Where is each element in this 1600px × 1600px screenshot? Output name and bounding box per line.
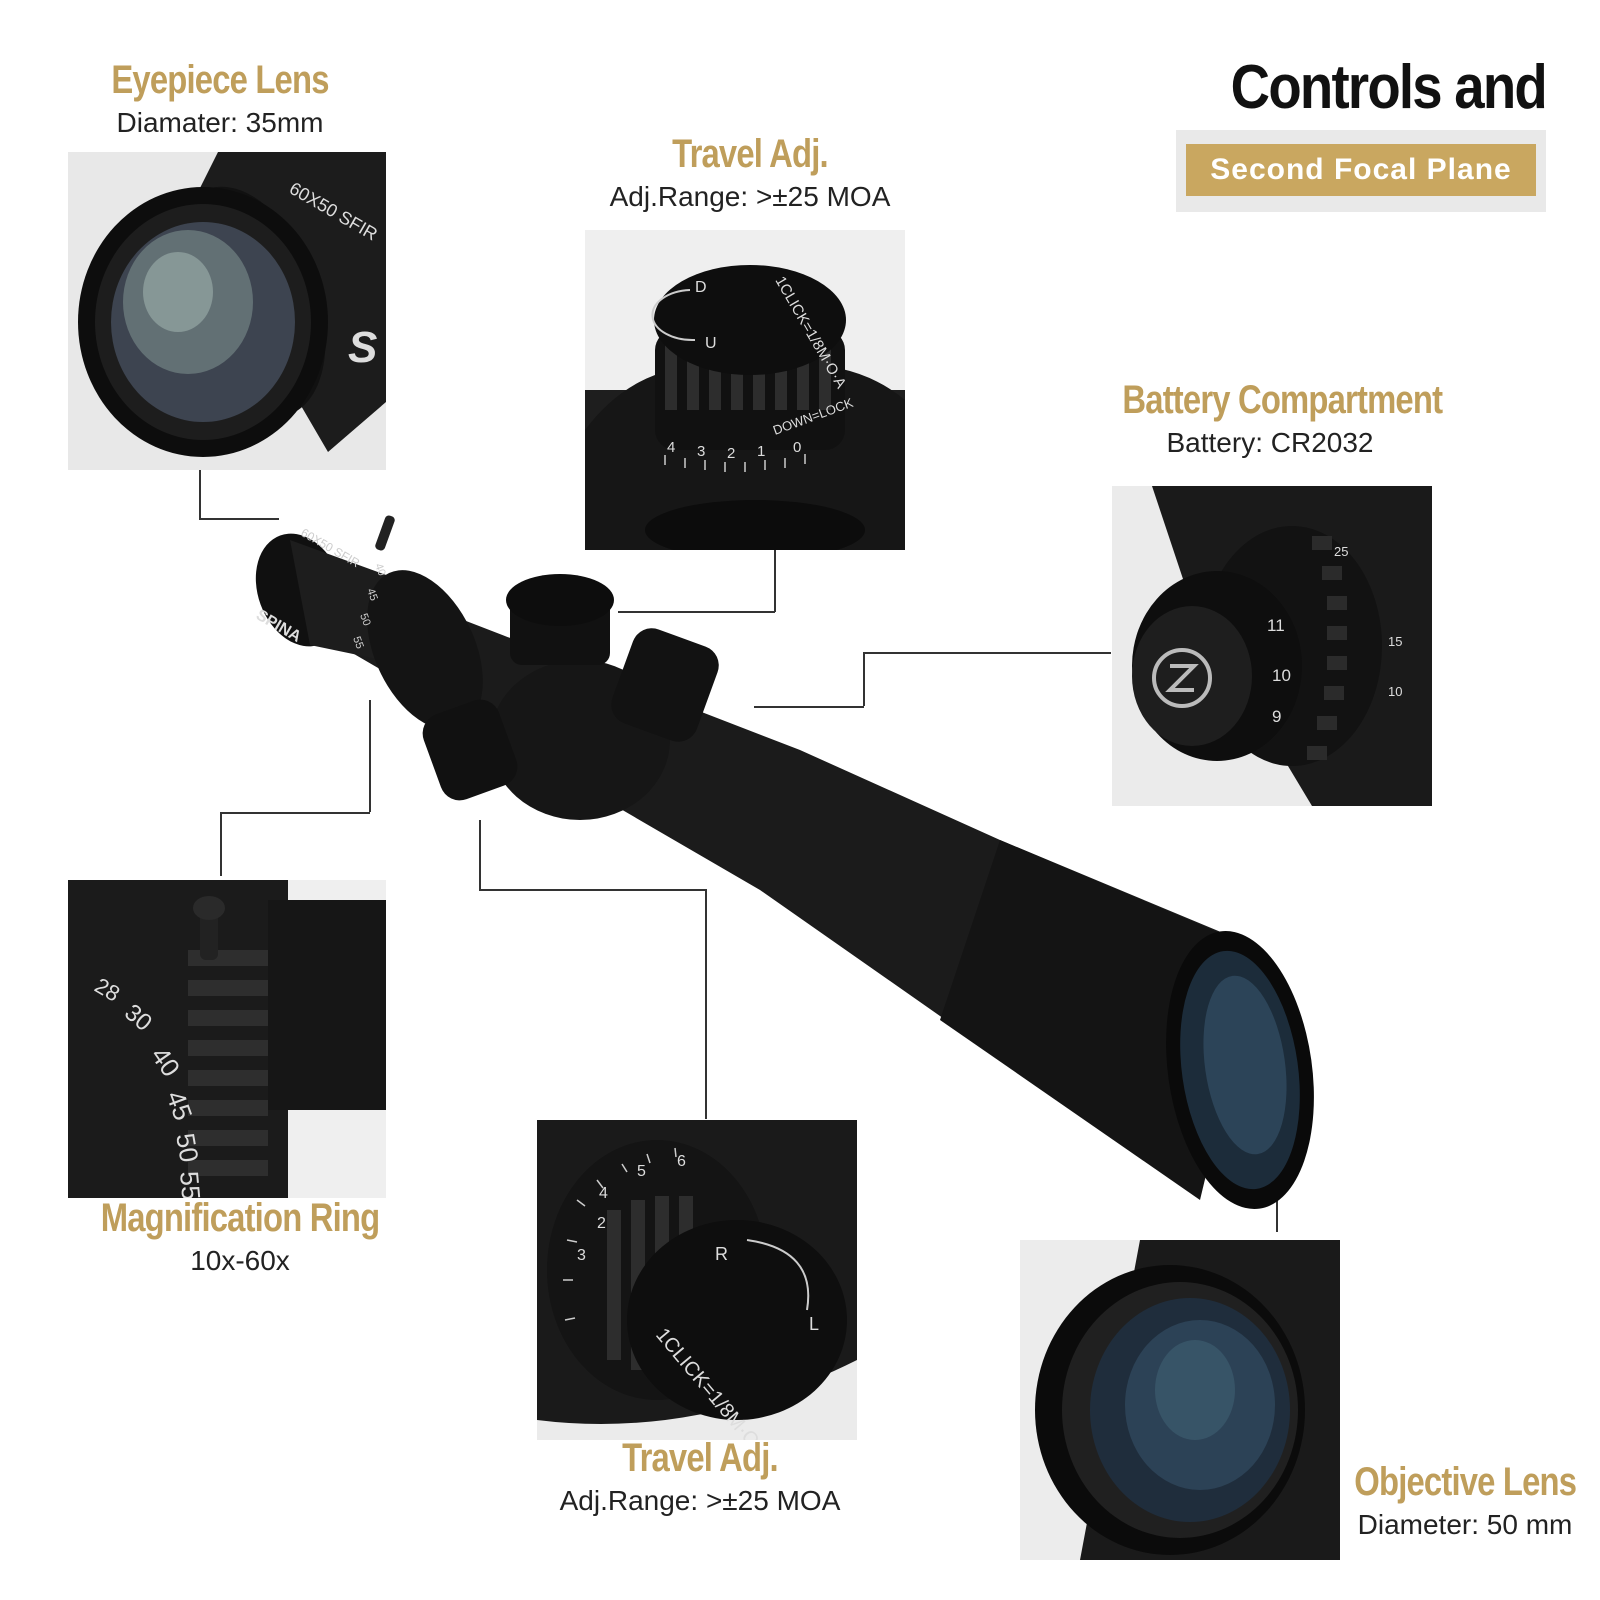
eyepiece-callout: Eyepiece Lens Diamater: 35mm bbox=[60, 58, 380, 139]
focal-plane-badge-frame: Second Focal Plane bbox=[1176, 130, 1546, 212]
wind-scale-label: 6 bbox=[677, 1153, 686, 1170]
connector-travel-bottom bbox=[479, 889, 705, 891]
mag-scale-label: 50 bbox=[170, 1131, 205, 1165]
travel-bottom-callout: Travel Adj. Adj.Range: >±25 MOA bbox=[520, 1436, 880, 1517]
battery-scale-label: 10 bbox=[1272, 666, 1291, 685]
windage-turret-photo: 2 3 4 5 6 R L 1CLICK=1/8M·O·A bbox=[537, 1120, 857, 1440]
battery-side-label: 15 bbox=[1388, 634, 1402, 649]
scope-mag-label: 45 bbox=[364, 587, 379, 603]
battery-compartment-photo: 11 10 9 25 15 10 bbox=[1112, 486, 1432, 806]
magnification-callout: Magnification Ring 10x-60x bbox=[40, 1196, 440, 1277]
travel-bottom-detail: Adj.Range: >±25 MOA bbox=[559, 1485, 841, 1516]
battery-detail: Battery: CR2032 bbox=[1166, 427, 1374, 458]
connector-battery bbox=[863, 652, 865, 706]
connector-battery bbox=[754, 706, 864, 708]
elev-scale-label: 0 bbox=[793, 439, 801, 456]
connector-eyepiece bbox=[199, 462, 201, 518]
travel-top-detail: Adj.Range: >±25 MOA bbox=[609, 181, 891, 212]
connector-magnification bbox=[220, 812, 370, 814]
elev-direction-u: U bbox=[705, 335, 717, 352]
connector-travel-top bbox=[774, 546, 776, 612]
elev-scale-label: 1 bbox=[757, 443, 765, 460]
wind-l-text: L bbox=[809, 1314, 819, 1334]
connector-magnification bbox=[369, 700, 371, 812]
travel-top-title: Travel Adj. bbox=[672, 132, 828, 176]
connector-travel-top bbox=[618, 611, 775, 613]
connector-travel-bottom bbox=[705, 889, 707, 1119]
eyepiece-photo: 60X50 SFIR S bbox=[68, 152, 386, 470]
scope-mag-label: 50 bbox=[357, 612, 372, 628]
elev-direction-d: D bbox=[695, 279, 707, 296]
eyepiece-title: Eyepiece Lens bbox=[111, 58, 329, 102]
objective-detail: Diameter: 50 mm bbox=[1357, 1509, 1573, 1540]
connector-travel-bottom bbox=[479, 820, 481, 890]
elev-scale-label: 3 bbox=[697, 443, 705, 460]
elevation-turret-photo: D U 1CLICK=1/8M·O·A DOWN=LOCK 4 3 2 1 0 bbox=[585, 230, 905, 550]
wind-scale-label: 3 bbox=[577, 1247, 586, 1264]
focal-plane-badge: Second Focal Plane bbox=[1186, 144, 1536, 196]
battery-side-label: 10 bbox=[1388, 684, 1402, 699]
eyepiece-brand-text: S bbox=[348, 323, 377, 372]
mag-scale-label: 55 bbox=[174, 1170, 206, 1198]
wind-scale-label: 4 bbox=[599, 1185, 608, 1202]
travel-bottom-title: Travel Adj. bbox=[622, 1436, 778, 1480]
battery-scale-label: 11 bbox=[1267, 616, 1285, 635]
travel-top-callout: Travel Adj. Adj.Range: >±25 MOA bbox=[580, 132, 920, 213]
wind-scale-label: 2 bbox=[597, 1215, 606, 1232]
objective-callout: Objective Lens Diameter: 50 mm bbox=[1330, 1460, 1600, 1541]
battery-title: Battery Compartment bbox=[1122, 378, 1443, 422]
battery-side-label: 25 bbox=[1334, 544, 1348, 559]
wind-scale-label: 5 bbox=[637, 1163, 646, 1180]
objective-title: Objective Lens bbox=[1354, 1460, 1577, 1504]
scope-mag-label: 40 bbox=[372, 562, 387, 578]
magnification-title: Magnification Ring bbox=[100, 1196, 380, 1240]
battery-scale-label: 9 bbox=[1272, 707, 1281, 726]
connector-battery bbox=[863, 652, 1111, 654]
connector-eyepiece bbox=[199, 518, 279, 520]
magnification-detail: 10x-60x bbox=[190, 1245, 290, 1276]
magnification-ring-photo: 28 30 40 45 50 55 bbox=[68, 880, 386, 1198]
scope-mag-label: 55 bbox=[350, 635, 365, 651]
eyepiece-detail: Diamater: 35mm bbox=[116, 107, 324, 138]
connector-magnification bbox=[220, 812, 222, 876]
elev-scale-label: 2 bbox=[727, 445, 735, 462]
objective-lens-photo bbox=[1020, 1240, 1340, 1560]
elev-scale-label: 4 bbox=[667, 439, 675, 456]
battery-callout: Battery Compartment Battery: CR2032 bbox=[1090, 378, 1450, 459]
rifle-scope-image: SPINA 60X50 SFIR 40 45 50 55 bbox=[240, 510, 1320, 1230]
wind-r-text: R bbox=[715, 1244, 728, 1264]
